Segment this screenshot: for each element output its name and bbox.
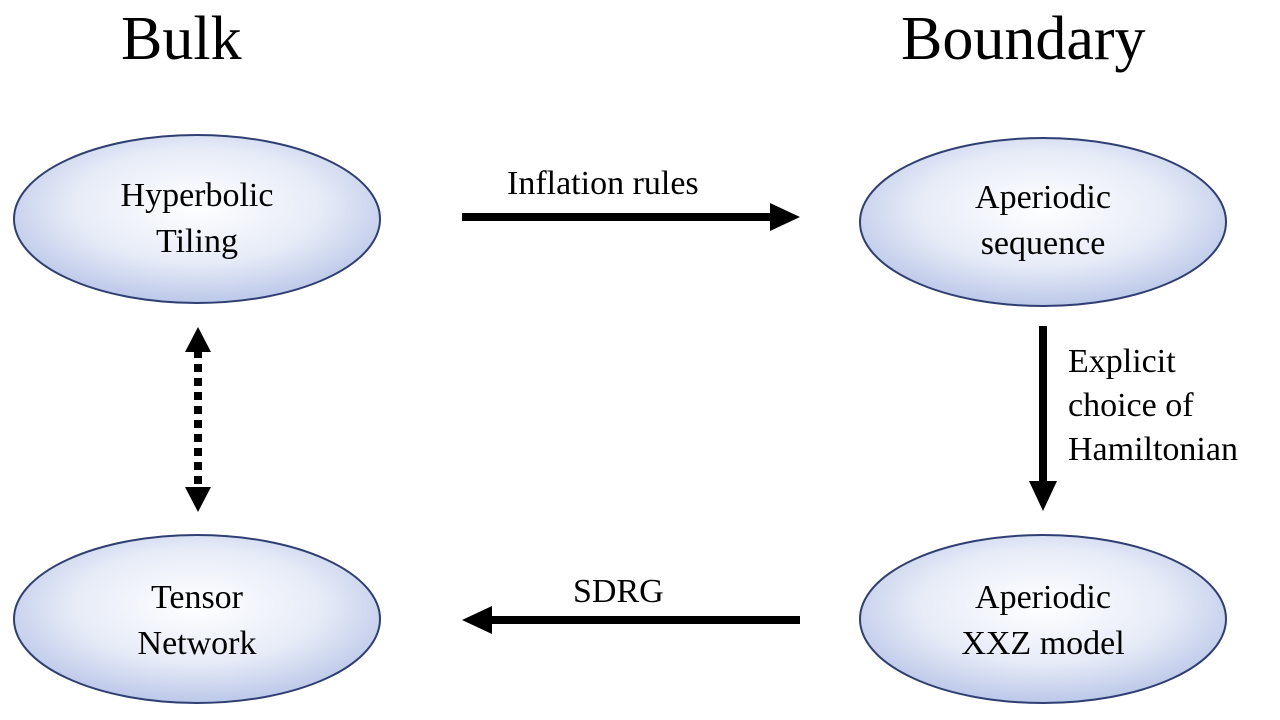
- aperiodic-xxz-label: Aperiodic XXZ model: [933, 575, 1153, 667]
- aperiodic-xxz-line1: Aperiodic: [975, 579, 1111, 616]
- hyperbolic-tiling-label: Hyperbolic Tiling: [97, 173, 297, 265]
- aperiodic-sequence-line1: Aperiodic: [975, 179, 1111, 216]
- inflation-rules-label: Inflation rules: [507, 165, 699, 202]
- hamiltonian-label-line1: Explicit: [1068, 343, 1176, 380]
- aperiodic-sequence-node: [859, 137, 1227, 307]
- bidirectional-dotted-arrow: [185, 327, 211, 512]
- tensor-network-line1: Tensor: [150, 579, 244, 616]
- tensor-network-line2: Network: [137, 625, 257, 662]
- hyperbolic-tiling-line2: Tiling: [156, 223, 238, 260]
- aperiodic-xxz-line2: XXZ model: [961, 625, 1125, 662]
- bulk-heading: Bulk: [121, 5, 242, 73]
- aperiodic-xxz-node: [859, 534, 1227, 704]
- aperiodic-sequence-label: Aperiodic sequence: [943, 175, 1143, 267]
- inflation-arrow: [462, 203, 800, 231]
- sdrg-arrow: [462, 606, 800, 634]
- hamiltonian-label-line3: Hamiltonian: [1068, 431, 1238, 468]
- hamiltonian-label-line2: choice of: [1068, 387, 1194, 424]
- hamiltonian-label: Explicit choice of Hamiltonian: [1068, 340, 1238, 472]
- tensor-network-label: Tensor Network: [97, 575, 297, 667]
- aperiodic-sequence-line2: sequence: [980, 225, 1106, 262]
- hamiltonian-arrow: [1029, 326, 1057, 511]
- hyperbolic-tiling-node: [13, 134, 381, 304]
- boundary-heading: Boundary: [901, 5, 1146, 73]
- hyperbolic-tiling-line1: Hyperbolic: [120, 177, 274, 214]
- sdrg-label: SDRG: [573, 573, 664, 610]
- tensor-network-node: [13, 534, 381, 704]
